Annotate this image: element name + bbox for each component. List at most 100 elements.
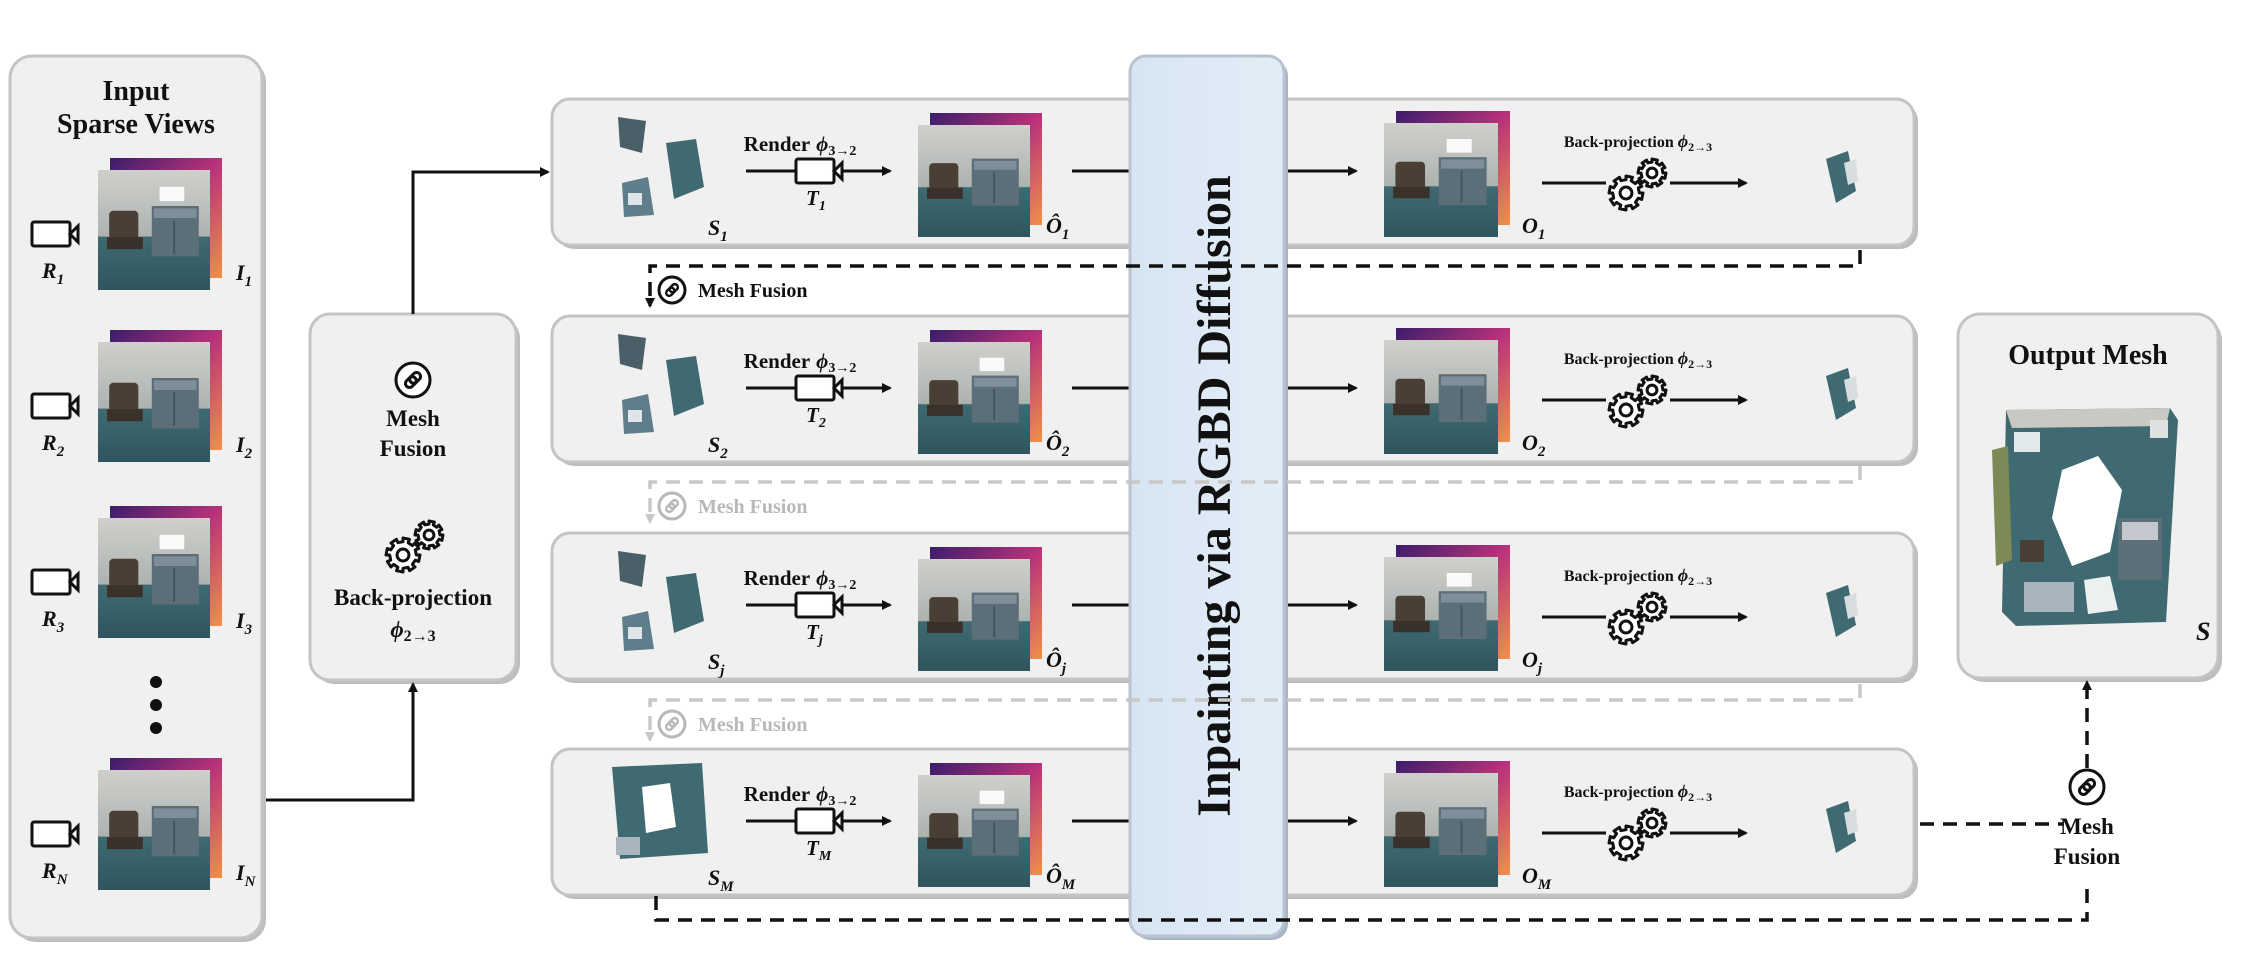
camera-icon [30,820,80,848]
input-view: R1 I1 [30,158,252,290]
row-connector: Mesh Fusion [645,466,1862,524]
rendered-rgbd-image [918,763,1042,887]
output-fusion-line2: Fusion [2054,844,2121,869]
input-view: R3 I3 [30,506,253,638]
input-view-image [98,506,222,638]
gear-icon [1607,157,1668,212]
rendered-rgbd-image [918,113,1042,237]
output-fusion: Mesh Fusion [2054,768,2121,869]
fusion-label-line1: Mesh [386,406,440,431]
rendered-rgbd-label: Ô2 [1046,430,1070,460]
camera-pose-label: T2 [806,403,826,431]
gear-icon [1607,374,1668,429]
bottom-return-dash [654,880,2089,922]
input-view-image [98,330,222,462]
row-connector: Mesh Fusion [645,684,1862,742]
input-to-fusion-arrow [266,682,418,802]
camera-pose-label: TM [806,836,832,864]
view-pose-label: R2 [41,430,65,460]
camera-icon [30,220,80,248]
rendered-rgbd-image [918,547,1042,671]
gear-icon [384,519,445,574]
view-pose-label: RN [41,858,69,888]
input-view: R2 I2 [30,330,253,462]
input-title-line1: Input [103,76,171,107]
camera-pose-label: T1 [806,186,826,214]
view-image-label: I3 [235,608,253,638]
partial-scene-label: S2 [708,432,728,462]
fusion-backprojection-label: Back-projection [334,585,492,610]
camera-icon [794,591,844,619]
rendered-rgbd-image [918,330,1042,454]
camera-icon [794,157,844,185]
partial-scene-image [618,334,704,434]
output-title: Output Mesh [2008,340,2168,371]
mesh-fusion-label: Mesh Fusion [698,280,807,302]
output-mesh-image [1992,408,2178,626]
gear-icon [1607,591,1668,646]
partial-scene-label: S1 [708,215,728,245]
inpainted-rgbd-image [1384,328,1510,454]
input-title-line2: Sparse Views [57,109,215,140]
inpainted-rgbd-label: OM [1522,863,1552,893]
view-image-label: I2 [235,432,253,462]
partial-scene-label: SM [708,865,734,895]
inpainted-rgbd-label: Oj [1522,647,1543,677]
inpainted-rgbd-image [1384,111,1510,237]
rendered-rgbd-label: Ôj [1046,647,1067,677]
fusion-to-row1-arrow [411,167,550,314]
fusion-panel: Mesh Fusion Back-projection ϕ2→3 [308,312,520,684]
output-panel: Output Mesh S [1956,312,2222,682]
link-icon [657,275,687,305]
view-image-label: I1 [235,260,252,290]
inpainted-rgbd-label: O2 [1522,430,1546,460]
input-view-image [98,158,222,290]
diffusion-block: Inpainting via RGBD Diffusion [1128,54,1288,940]
view-pose-label: R3 [41,606,65,636]
gear-icon [1607,807,1668,862]
camera-icon [30,568,80,596]
fusion-backprojection-symbol: ϕ2→3 [390,617,435,645]
inpainted-rgbd-image [1384,761,1510,887]
inpainted-rgbd-label: O1 [1522,213,1545,243]
inpainted-rgbd-image [1384,545,1510,671]
partial-scene-image [618,117,704,217]
link-icon [2068,768,2106,806]
camera-pose-label: Tj [806,620,823,648]
backprojected-fragment [1826,368,1858,420]
rendered-rgbd-label: Ô1 [1046,213,1069,243]
output-symbol: S [2196,617,2210,646]
view-pose-label: R1 [41,258,64,288]
backprojected-fragment [1826,585,1858,637]
gear-cluster [384,519,445,574]
link-icon [657,709,687,739]
backprojected-fragment [1826,801,1858,853]
camera-icon [30,392,80,420]
link-icon [394,361,432,399]
mesh-fusion-label: Mesh Fusion [698,496,807,518]
mesh-fusion-label: Mesh Fusion [698,714,807,736]
input-view: RN IN [30,758,257,890]
partial-scene-image [618,551,704,651]
output-fusion-line1: Mesh [2060,814,2114,839]
camera-icon [794,807,844,835]
row-connector: Mesh Fusion [645,250,1862,308]
vertical-ellipsis [150,676,162,734]
partial-scene-image [612,763,708,859]
diffusion-label: Inpainting via RGBD Diffusion [1188,175,1241,817]
view-image-label: IN [235,860,257,890]
backprojected-fragment [1826,151,1858,203]
rendered-rgbd-label: ÔM [1046,863,1076,893]
partial-scene-label: Sj [708,649,725,679]
link-icon [657,491,687,521]
fusion-label-line2: Fusion [380,436,447,461]
